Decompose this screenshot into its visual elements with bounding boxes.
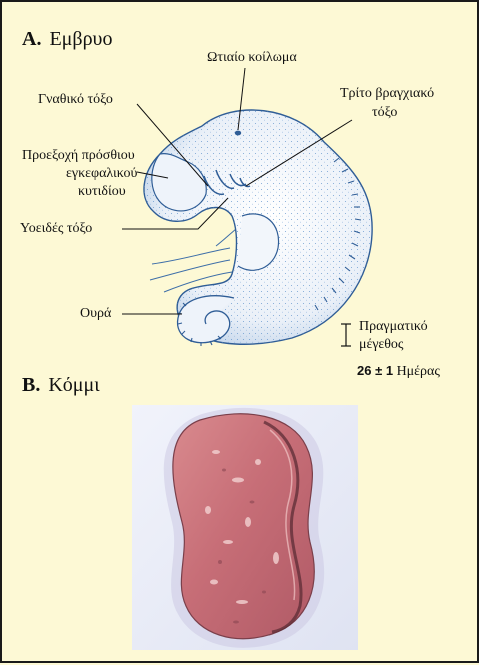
bean-body [173,414,314,639]
otic-pit [235,131,241,136]
embryo-drawing [144,110,372,346]
scale-bar [341,324,351,346]
bean-photo [132,405,358,650]
